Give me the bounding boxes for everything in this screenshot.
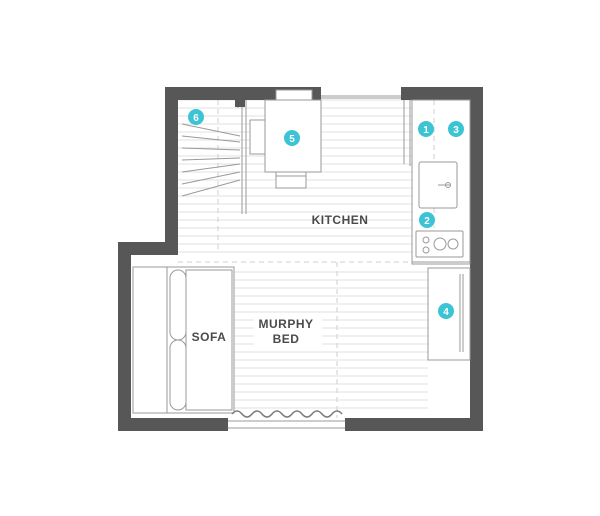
svg-text:2: 2 <box>424 216 430 227</box>
badge-4: 4 <box>438 303 454 319</box>
badge-5: 5 <box>284 130 300 146</box>
badge-1: 1 <box>418 121 434 137</box>
svg-text:6: 6 <box>193 113 199 124</box>
wall-bottom-right <box>345 418 483 431</box>
wall-inner-left <box>165 87 178 250</box>
sofa-back <box>132 266 168 414</box>
wall-bottom-left <box>118 418 228 431</box>
walls <box>118 87 483 431</box>
badges: 1 2 3 4 5 6 <box>188 109 464 319</box>
wall-step <box>118 242 178 255</box>
sofa-cushion-bottom <box>169 339 187 411</box>
svg-text:3: 3 <box>453 125 459 136</box>
closet <box>181 100 247 214</box>
wall-right <box>470 87 483 431</box>
chair-left <box>249 119 266 155</box>
badge-6: 6 <box>188 109 204 125</box>
chair-bottom <box>275 171 307 189</box>
sofa-cushion-top <box>169 269 187 341</box>
sofa-seat <box>185 269 233 411</box>
kitchen-label: KITCHEN <box>312 213 369 227</box>
wall-left <box>118 242 131 431</box>
badge-3: 3 <box>448 121 464 137</box>
murphy-bed-label-line2: BED <box>273 332 300 346</box>
badge-2: 2 <box>419 212 435 228</box>
svg-text:5: 5 <box>289 134 295 145</box>
curtain <box>231 410 343 418</box>
murphy-bed-label-line1: MURPHY <box>258 317 313 331</box>
kitchen-counter <box>403 99 471 265</box>
sofa-label: SOFA <box>192 330 227 344</box>
svg-text:4: 4 <box>443 307 449 318</box>
svg-text:1: 1 <box>423 125 429 136</box>
wall-top-right <box>401 87 483 100</box>
counter <box>411 99 471 265</box>
openings <box>228 95 401 429</box>
